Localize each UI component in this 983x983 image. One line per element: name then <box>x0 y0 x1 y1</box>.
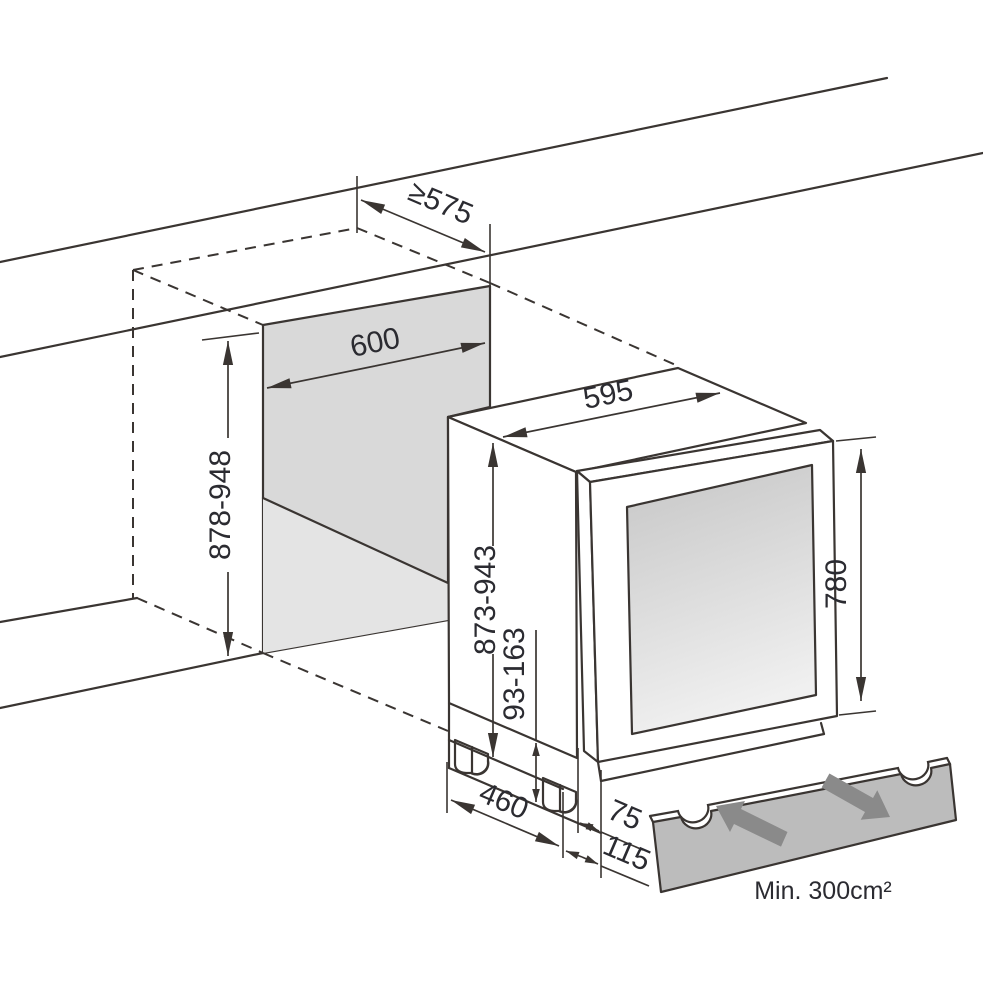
slide-in-path-bottom <box>262 652 449 732</box>
dimension-total-offset: 115 <box>565 829 655 887</box>
appliance-floor-line <box>447 766 603 835</box>
floor-lines <box>0 596 265 710</box>
niche-hidden-top-front-edge <box>132 227 358 271</box>
appliance-left-side <box>446 415 579 760</box>
niche-height-label: 878-948 <box>204 450 237 560</box>
dimension-niche-height: 878-948 <box>201 332 260 656</box>
vent-plinth-face <box>651 762 958 894</box>
door-height-label: 780 <box>820 559 853 609</box>
ventilation-plinth: Min. 300cm² <box>648 756 958 905</box>
dimension-door-height: 780 <box>820 436 877 716</box>
appliance <box>446 366 839 835</box>
dimension-appliance-width: 595 <box>502 374 721 438</box>
countertop-front-edge <box>0 151 983 359</box>
slide-in-path-top <box>489 282 679 367</box>
dimension-appliance-height: 873-943 <box>469 443 502 757</box>
adjustable-foot-rear <box>453 738 490 776</box>
niche-hidden-top-right-edge <box>356 227 491 284</box>
glass-door-panel <box>625 463 818 736</box>
countertop-top-edge <box>0 76 889 264</box>
vent-plinth-top-lip <box>648 756 949 824</box>
niche-back-panel-lower <box>263 498 448 653</box>
niche-hidden-top-left-edge <box>132 269 264 326</box>
plinth-height-label: 93-163 <box>498 627 531 720</box>
countertop <box>0 76 983 359</box>
vent-min-area-label: Min. 300cm² <box>754 877 892 905</box>
vent-plinth-lip-right-cap <box>945 756 952 766</box>
floor-edge-lower <box>0 651 265 710</box>
dimension-plinth-height: 93-163 <box>498 627 540 802</box>
niche-hidden-bottom-left-edge <box>136 597 264 654</box>
airflow-out-arrow <box>821 773 890 820</box>
niche-back-panel-joint <box>261 496 450 585</box>
floor-edge-upper <box>0 596 139 624</box>
appliance-height-label: 873-943 <box>469 545 502 655</box>
total-offset-label: 115 <box>598 829 655 878</box>
airflow-in-arrow <box>716 801 788 847</box>
base-depth-label: 460 <box>474 776 533 826</box>
plinth-front-edge <box>447 738 565 791</box>
vent-plinth-lip-left-cap <box>648 814 655 824</box>
